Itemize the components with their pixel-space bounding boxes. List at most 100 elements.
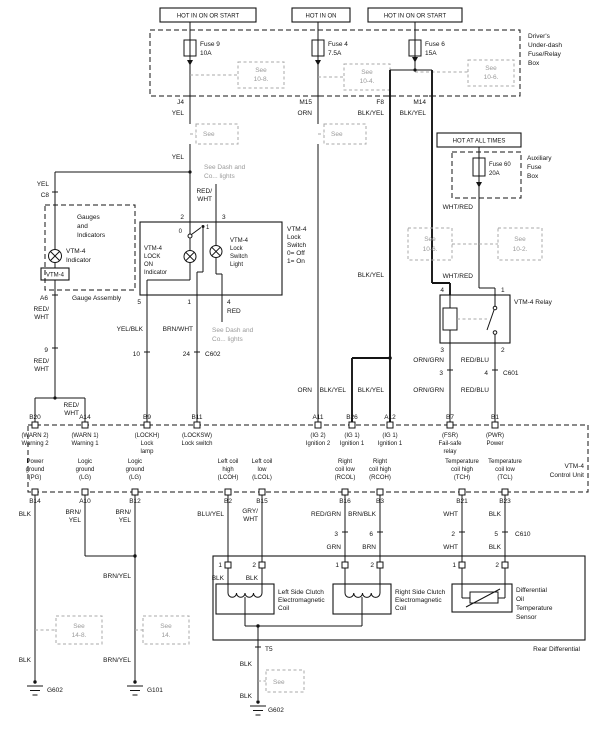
wire-color-label: BLK/YEL [358, 272, 385, 279]
banner-label: HOT AT ALL TIMES [453, 139, 506, 145]
banner-label: HOT IN ON OR START [177, 14, 240, 20]
wire-color-label: WHT [197, 196, 212, 203]
wire-color-label: WHT [34, 366, 49, 373]
pin-number: 1 [335, 562, 339, 569]
pin-id: A11 [312, 414, 323, 421]
gauges-box: YEL C8 Gauges and Indicators VTM-4 Indic… [33, 172, 136, 422]
component-label-line: Sensor [516, 614, 537, 621]
pin-function-line: (IG 1) [382, 433, 397, 439]
see-ref: See [255, 67, 267, 74]
ground-id: G602 [268, 707, 284, 714]
wire-color-label: RED/BLU [461, 387, 489, 394]
component-label-line: Electromagnetic [278, 597, 325, 604]
pin-id: B9 [143, 414, 151, 421]
see-ref: 10-2. [513, 246, 528, 253]
pin-number: 3 [440, 347, 444, 354]
component-label-line: Oil [516, 596, 525, 603]
pin-id: B20 [29, 414, 41, 421]
wire-color-label: WHT [243, 516, 258, 523]
pin-number: 2 [495, 562, 499, 569]
fuse-name: Fuse 60 [489, 162, 511, 168]
connector-id: M15 [299, 99, 312, 106]
fusebox-label-line: Box [528, 60, 540, 67]
pin-number: 4 [227, 299, 231, 306]
see-ref: See [73, 623, 85, 630]
coil-icon [227, 584, 263, 598]
pin-function-line: Ignition 1 [378, 441, 403, 447]
wire-color-label: BLK [19, 511, 32, 518]
pin-function-line: Temperature [445, 459, 479, 465]
pin-number: 5 [494, 531, 498, 538]
ground-id: G602 [47, 687, 63, 694]
wire-color-label: BLK [489, 544, 502, 551]
wire-color-label: BLK [489, 511, 502, 518]
pin-number: 4 [484, 370, 488, 377]
wire-color-label: BLU/YEL [197, 511, 224, 518]
pin-function-line: (LOCKH) [135, 433, 160, 439]
component-label-line: Light [230, 262, 243, 268]
arrow-down-icon [187, 60, 193, 66]
control-unit: B20 A14 B9 B11 A11 B26 A12 B7 B1 (WARN 2… [21, 414, 589, 505]
wire-color-label: ORN/GRN [413, 387, 444, 394]
see-ref: See [424, 236, 436, 243]
fuse-icon [183, 39, 197, 57]
banner-label: HOT IN ON OR START [384, 14, 447, 20]
pin-number: 4 [440, 287, 444, 294]
top-banners: HOT IN ON OR START HOT IN ON HOT IN ON O… [159, 7, 463, 40]
see-ref: See [514, 236, 526, 243]
connector-id: C8 [41, 192, 50, 199]
component-label-line: Differential [516, 587, 548, 594]
pin-number: 5 [137, 299, 141, 306]
pin-function-line: Temperature [488, 459, 522, 465]
component-label-line: Indicator [66, 257, 92, 264]
see-ref: 10-6. [423, 246, 438, 253]
fusebox-label-line: Under-dash [528, 42, 562, 49]
banner-label: HOT IN ON [306, 14, 337, 20]
pin-number: 2 [252, 562, 256, 569]
wire-color-label: BRN/ [115, 509, 131, 516]
pin-id: A12 [384, 414, 396, 421]
see-ref: 10-4. [360, 78, 375, 85]
rear-differential: Rear Differential 1 2 1 2 1 2 BLK BLK Le… [212, 555, 586, 716]
pin-function-line: coil high [369, 467, 391, 473]
component-label-line: Coil [395, 605, 407, 612]
pin-id: B1 [491, 414, 499, 421]
connector-id: T5 [265, 646, 273, 653]
pin-function-line: ground [126, 467, 145, 473]
pin-number: 2 [180, 214, 184, 221]
wire-color-label: WHT [64, 410, 79, 417]
component-label-line: Right Side Clutch [395, 589, 446, 596]
connector-id: C602 [205, 351, 221, 358]
wire-color-label: RED/GRN [311, 511, 341, 518]
pin-function-line: coil high [451, 467, 473, 473]
wire-color-label: YEL [172, 154, 185, 161]
note-line: See Dash and [212, 327, 254, 334]
component-label-line: Indicators [77, 232, 106, 239]
wire-color-label: WHT/RED [443, 204, 474, 211]
wire-color-label: RED/ [33, 358, 49, 365]
switch-position-label: 1 [206, 225, 210, 231]
see-ref: See [485, 65, 497, 72]
see-ref: See [273, 679, 285, 686]
pin-function-line: lamp [140, 449, 154, 455]
pin-function-line: high [222, 467, 233, 473]
wire-color-label: BLK [240, 693, 253, 700]
fuse-rating: 20A [489, 171, 500, 177]
wire-color-label: RED/ [63, 402, 79, 409]
wire-color-label: YEL [172, 110, 185, 117]
pin-function-line: Logic [128, 459, 142, 465]
control-unit-label-line: Control Unit [550, 472, 585, 479]
pin-function-line: ground [26, 467, 45, 473]
wire-color-label: RED/ [196, 188, 212, 195]
see-ref: 10-6. [484, 74, 499, 81]
pin-number: 2 [451, 531, 455, 538]
wire-color-label: YEL [37, 181, 50, 188]
component-label-line: VTM-4 [46, 273, 65, 279]
wire-color-label: BRN [362, 544, 376, 551]
pin-function-line: Warning 2 [21, 441, 49, 447]
component-label-line: VTM-4 Relay [514, 299, 553, 306]
connector-id: M14 [413, 99, 426, 106]
fusebox-label-line: Driver's [528, 33, 551, 40]
wire-color-label: WHT [443, 544, 458, 551]
